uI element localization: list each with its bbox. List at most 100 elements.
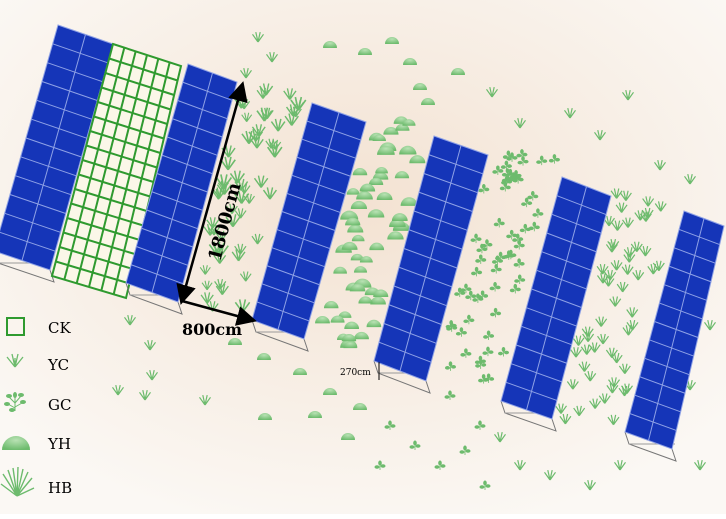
grass-tuft-icon — [6, 353, 24, 368]
shrub-plant — [505, 249, 517, 260]
shrub-plant — [489, 281, 501, 292]
mound-plant — [421, 98, 435, 105]
grid-line — [644, 357, 690, 376]
grid-line — [516, 344, 567, 364]
legend-label-ck: CK — [48, 319, 71, 337]
grass-plant — [559, 413, 572, 425]
grass-plant — [283, 88, 297, 100]
mound-plant — [308, 411, 322, 418]
mound-plant — [341, 433, 355, 440]
grass-plant — [580, 344, 593, 355]
grass-plant — [240, 67, 252, 79]
grass-plant — [626, 307, 639, 318]
grid-line — [664, 284, 707, 301]
grid-line — [526, 307, 577, 327]
grid-line — [130, 264, 184, 285]
grass-plant — [634, 210, 647, 221]
mound-plant — [391, 213, 408, 222]
grass-plant — [112, 384, 124, 396]
mound-plant — [344, 321, 360, 330]
grass-plant — [494, 431, 506, 443]
shrub-plant — [455, 327, 467, 337]
mound-plant — [366, 319, 382, 328]
mound-plant — [372, 171, 389, 180]
shrub-plant — [510, 170, 522, 180]
shrub-plant — [493, 217, 505, 228]
grass-plant — [610, 188, 623, 199]
grid-line — [59, 246, 134, 270]
grid-line — [546, 232, 597, 253]
grass-plant — [609, 296, 622, 307]
grid-line — [286, 192, 341, 213]
shrub-plant — [475, 254, 487, 264]
grid-line — [82, 159, 154, 183]
mound-plant — [369, 242, 385, 251]
mound-plant — [356, 191, 373, 200]
spacing-arrow — [181, 299, 257, 326]
grid-line — [25, 137, 82, 158]
shrub-plant — [502, 150, 514, 161]
grid-line — [108, 57, 178, 82]
grass-plant — [292, 99, 304, 111]
grass-plant — [144, 339, 156, 351]
mound-plant — [358, 48, 372, 55]
shrub-plant — [478, 374, 490, 384]
grass-plant — [581, 326, 594, 337]
legend: CK YC GC YH HB — [0, 317, 72, 497]
height-label: 270cm — [340, 368, 371, 378]
vegetation-layer — [112, 31, 716, 491]
panel-frame — [624, 431, 677, 462]
shrub-plant — [548, 154, 560, 164]
mound-plant — [383, 126, 399, 135]
grass-plant — [250, 136, 264, 149]
grass-plant — [602, 276, 615, 287]
grass-plant — [486, 86, 498, 98]
grass-plant — [572, 335, 585, 346]
grass-plant — [260, 107, 274, 120]
shrub-plant — [492, 165, 504, 175]
grid-line — [521, 325, 572, 346]
grass-plant — [605, 347, 618, 359]
grid-line — [418, 191, 473, 212]
grass-plant — [654, 201, 667, 212]
panel-row-4 — [373, 135, 489, 394]
shrub-plant — [497, 347, 509, 357]
mound-plant — [375, 166, 388, 174]
mound-plant — [341, 334, 357, 342]
shrub-plant — [444, 390, 456, 400]
grass-plant — [614, 459, 626, 471]
grass-plant — [604, 269, 617, 281]
grass-plant — [573, 405, 586, 417]
shrub-plant — [527, 190, 539, 201]
grass-plant — [199, 394, 211, 406]
grass-plant — [146, 369, 158, 381]
shrub-plant — [460, 348, 472, 358]
mound-plant — [323, 300, 339, 309]
mound-plant — [228, 338, 242, 345]
shrub-plant — [409, 440, 421, 450]
grass-plant — [615, 202, 628, 213]
legend-label-hb: HB — [48, 479, 72, 497]
mound-plant — [347, 224, 364, 233]
mound-plant — [293, 368, 307, 375]
grass-plant — [603, 215, 616, 227]
grass-plant — [606, 383, 619, 394]
grid-line — [41, 81, 98, 101]
grid-line — [4, 212, 61, 233]
grid-line — [541, 251, 592, 271]
grid-line — [536, 269, 587, 290]
grass-plant — [684, 379, 696, 391]
shrub-plant — [532, 208, 544, 218]
shrub-plant — [434, 460, 446, 470]
grid-line — [659, 302, 703, 320]
mound-plant — [387, 231, 404, 240]
grass-plant — [608, 377, 621, 388]
grass-plant — [266, 51, 278, 63]
shrub-plant — [499, 181, 511, 192]
shrub-plant — [500, 160, 512, 171]
shrub-plant — [481, 239, 493, 249]
grass-plant — [622, 89, 634, 101]
grass-plant — [582, 331, 595, 343]
grid-line — [271, 247, 325, 268]
grass-plant — [544, 469, 556, 481]
